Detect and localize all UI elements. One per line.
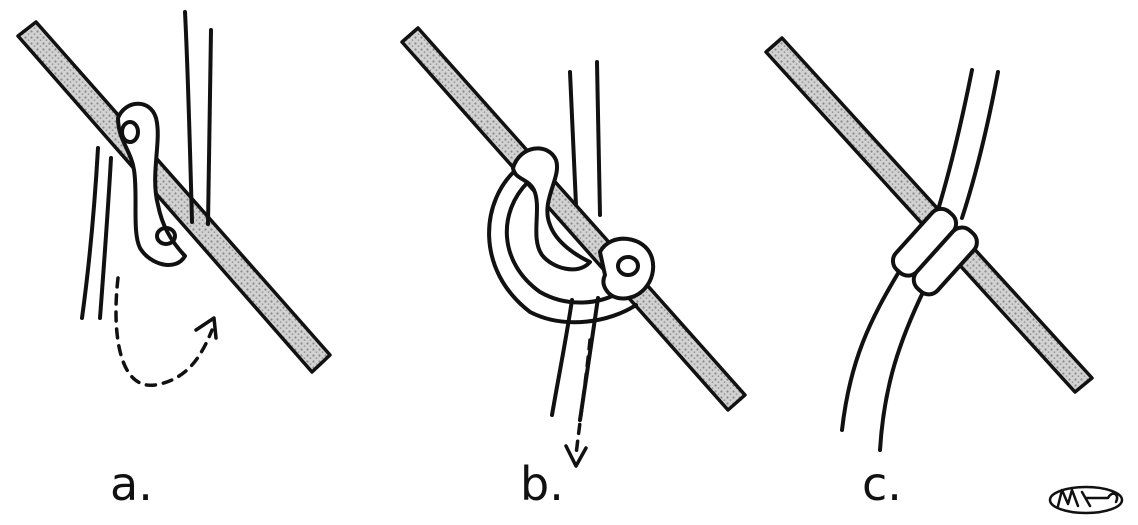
- step-label-c: c.: [862, 457, 902, 511]
- panel-a: a.: [18, 12, 330, 511]
- pole-b: [402, 28, 745, 410]
- cord-top-b-inner: [597, 62, 600, 215]
- panel-c: c.: [766, 38, 1092, 511]
- cord-top-b-outer: [570, 72, 576, 205]
- cord-left-a-inner: [100, 158, 111, 318]
- pole-a: [18, 22, 330, 372]
- cord-bottom-c-outer: [842, 270, 900, 430]
- cord-right-a-inner: [208, 30, 211, 224]
- tail-b-left: [552, 300, 572, 415]
- step-label-b: b.: [520, 457, 564, 511]
- arrow-head-a: [196, 318, 216, 338]
- cord-top-c-outer: [938, 70, 972, 210]
- cord-left-a-outer: [82, 148, 98, 318]
- panel-b: b.: [402, 28, 745, 511]
- artist-signature: [1050, 487, 1122, 513]
- front-loop-b: [600, 239, 653, 299]
- motion-arrow-b: [576, 340, 590, 455]
- motion-arrow-a: [116, 278, 212, 385]
- step-label-a: a.: [110, 457, 153, 511]
- cord-bottom-c-inner: [880, 290, 924, 450]
